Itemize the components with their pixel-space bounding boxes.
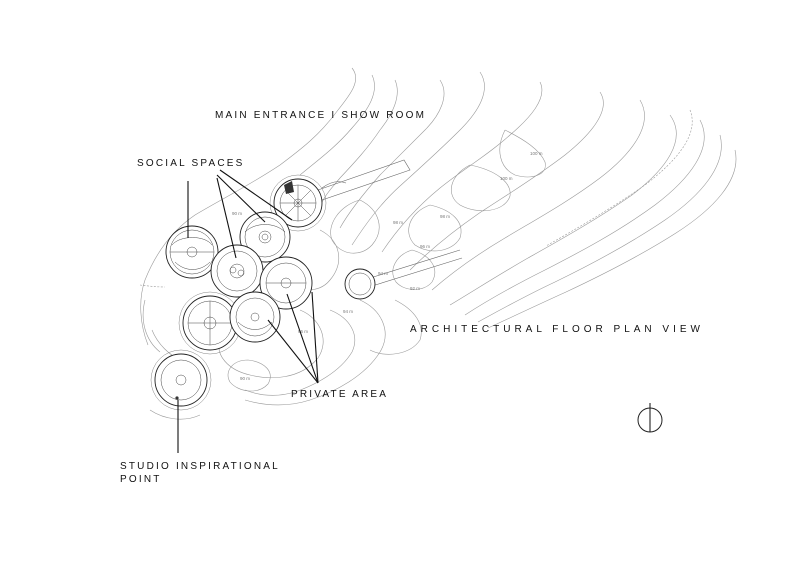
- leader-lines: [177, 169, 319, 453]
- contour-label: 96 m: [420, 244, 430, 249]
- pod-social-1: [239, 211, 291, 263]
- label-studio-line2: POINT: [120, 474, 162, 485]
- contour-label: 100 m: [530, 151, 543, 156]
- label-studio-line1: STUDIO INSPIRATIONAL: [120, 461, 280, 472]
- label-social-spaces: SOCIAL SPACES: [137, 158, 245, 169]
- contour-label: 94 m: [378, 271, 388, 276]
- contour-label: 100 m: [500, 176, 513, 181]
- contour-label: 98 m: [393, 220, 403, 225]
- terrain-contours: [139, 67, 737, 420]
- contour-label: 94 m: [343, 309, 353, 314]
- label-architectural-view: ARCHITECTURAL FLOOR PLAN VIEW: [410, 324, 704, 335]
- pod-small: [344, 268, 376, 300]
- contour-label: 98 m: [440, 214, 450, 219]
- label-private-area: PRIVATE AREA: [291, 389, 388, 400]
- label-main-entrance: MAIN ENTRANCE I SHOW ROOM: [215, 110, 426, 121]
- pod-main-entrance: [269, 174, 327, 232]
- contour-label: 96 m: [298, 329, 308, 334]
- pod-private-3: [229, 291, 281, 343]
- contour-label: 90 m: [240, 376, 250, 381]
- pod-social-3: [210, 244, 264, 298]
- pod-social-2: [165, 225, 219, 279]
- pod-studio: [150, 349, 212, 411]
- pod-private-2: [178, 291, 242, 355]
- contour-label: 92 m: [410, 286, 420, 291]
- contour-label: 90 m: [232, 211, 242, 216]
- north-arrow-icon: [637, 403, 663, 433]
- pod-private-1: [259, 256, 313, 310]
- contour-labels: 100 m 100 m 98 m 98 m 96 m 94 m 92 m 90 …: [232, 151, 543, 381]
